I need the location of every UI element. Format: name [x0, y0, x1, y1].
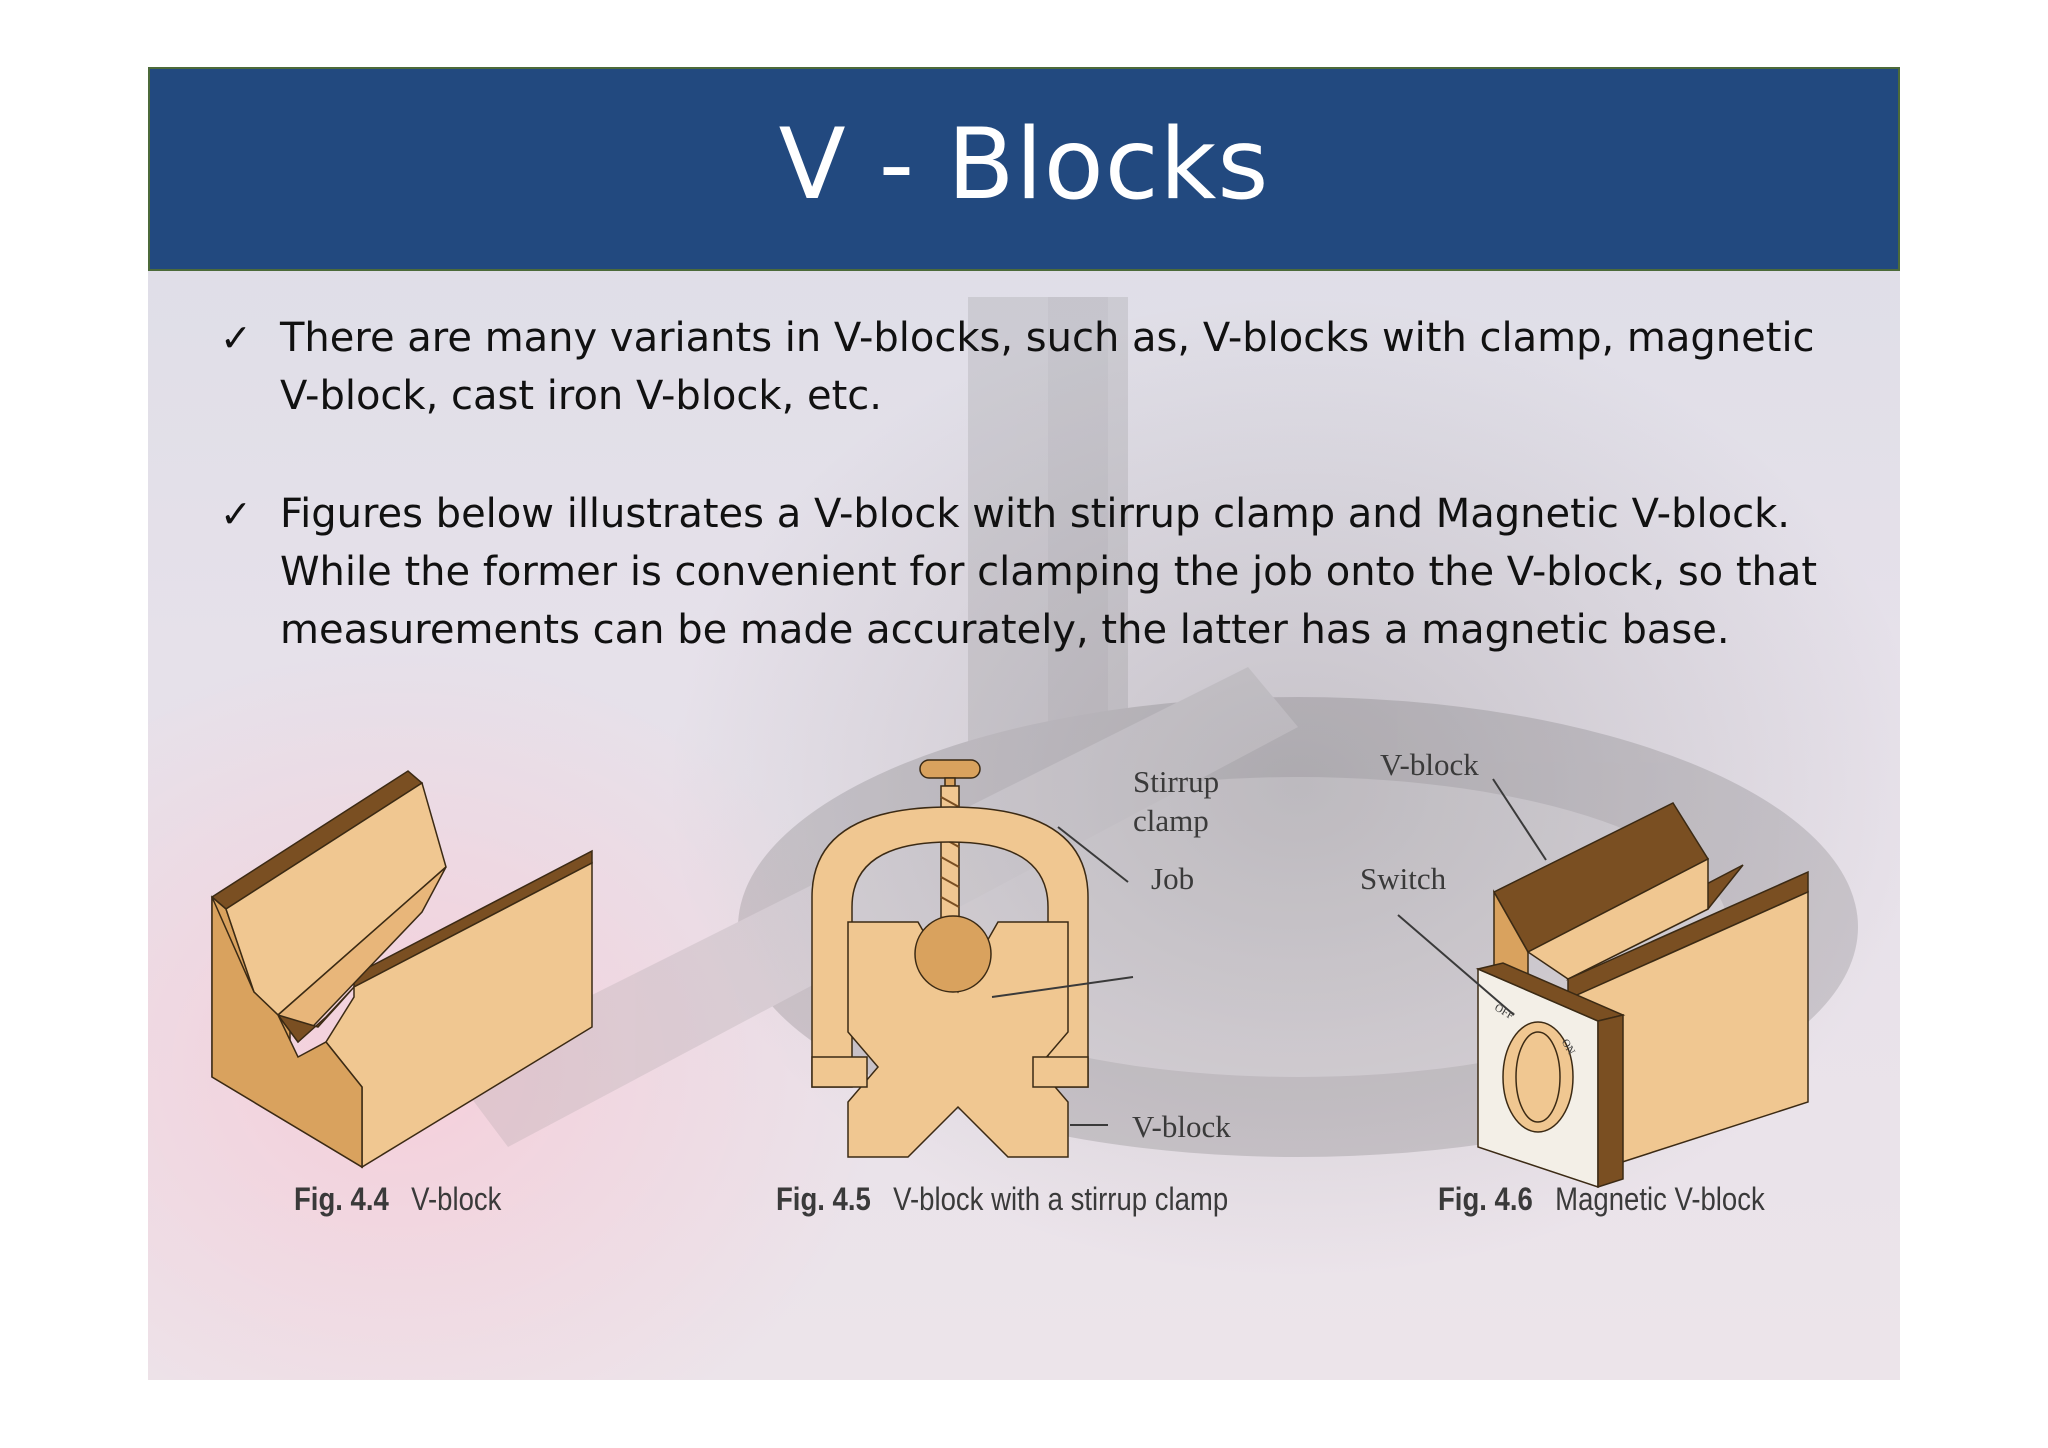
- slide: V - Blocks ✓ There are many variants in …: [148, 67, 1900, 1380]
- label-v-block-clamp: V-block: [1132, 1109, 1231, 1144]
- label-clamp: clamp: [1133, 803, 1209, 838]
- figure-number: Fig. 4.4: [294, 1181, 389, 1217]
- v-block-drawing: [210, 770, 593, 1169]
- figure-caption: Fig. 4.6 Magnetic V-block: [1438, 1181, 1765, 1218]
- magnetic-v-block-drawing: [1397, 778, 1809, 1189]
- title-bar: V - Blocks: [148, 67, 1900, 271]
- checkmark-icon: ✓: [220, 492, 252, 536]
- bullet-text: Figures below illustrates a V-block with…: [280, 491, 1818, 653]
- stirrup-clamp-drawing: [811, 759, 1134, 1158]
- bullet-item: ✓ There are many variants in V-blocks, s…: [220, 309, 1860, 425]
- checkmark-icon: ✓: [220, 316, 252, 360]
- label-switch: Switch: [1360, 861, 1447, 896]
- figure-number: Fig. 4.6: [1438, 1181, 1533, 1217]
- bullet-text: There are many variants in V-blocks, suc…: [280, 315, 1815, 419]
- figure-caption-text: Magnetic V-block: [1555, 1181, 1765, 1217]
- figure-caption: Fig. 4.5 V-block with a stirrup clamp: [776, 1181, 1228, 1218]
- figure-caption: Fig. 4.4 V-block: [294, 1181, 501, 1218]
- figure-number: Fig. 4.5: [776, 1181, 871, 1217]
- label-stirrup: Stirrup: [1133, 764, 1220, 799]
- bullet-item: ✓ Figures below illustrates a V-block wi…: [220, 485, 1860, 659]
- figure-caption-text: V-block with a stirrup clamp: [893, 1181, 1229, 1217]
- label-job: Job: [1151, 861, 1195, 896]
- figures-illustration: [210, 759, 1809, 1189]
- figure-caption-text: V-block: [411, 1181, 502, 1217]
- slide-title: V - Blocks: [778, 108, 1270, 222]
- label-v-block-magnetic: V-block: [1380, 747, 1479, 782]
